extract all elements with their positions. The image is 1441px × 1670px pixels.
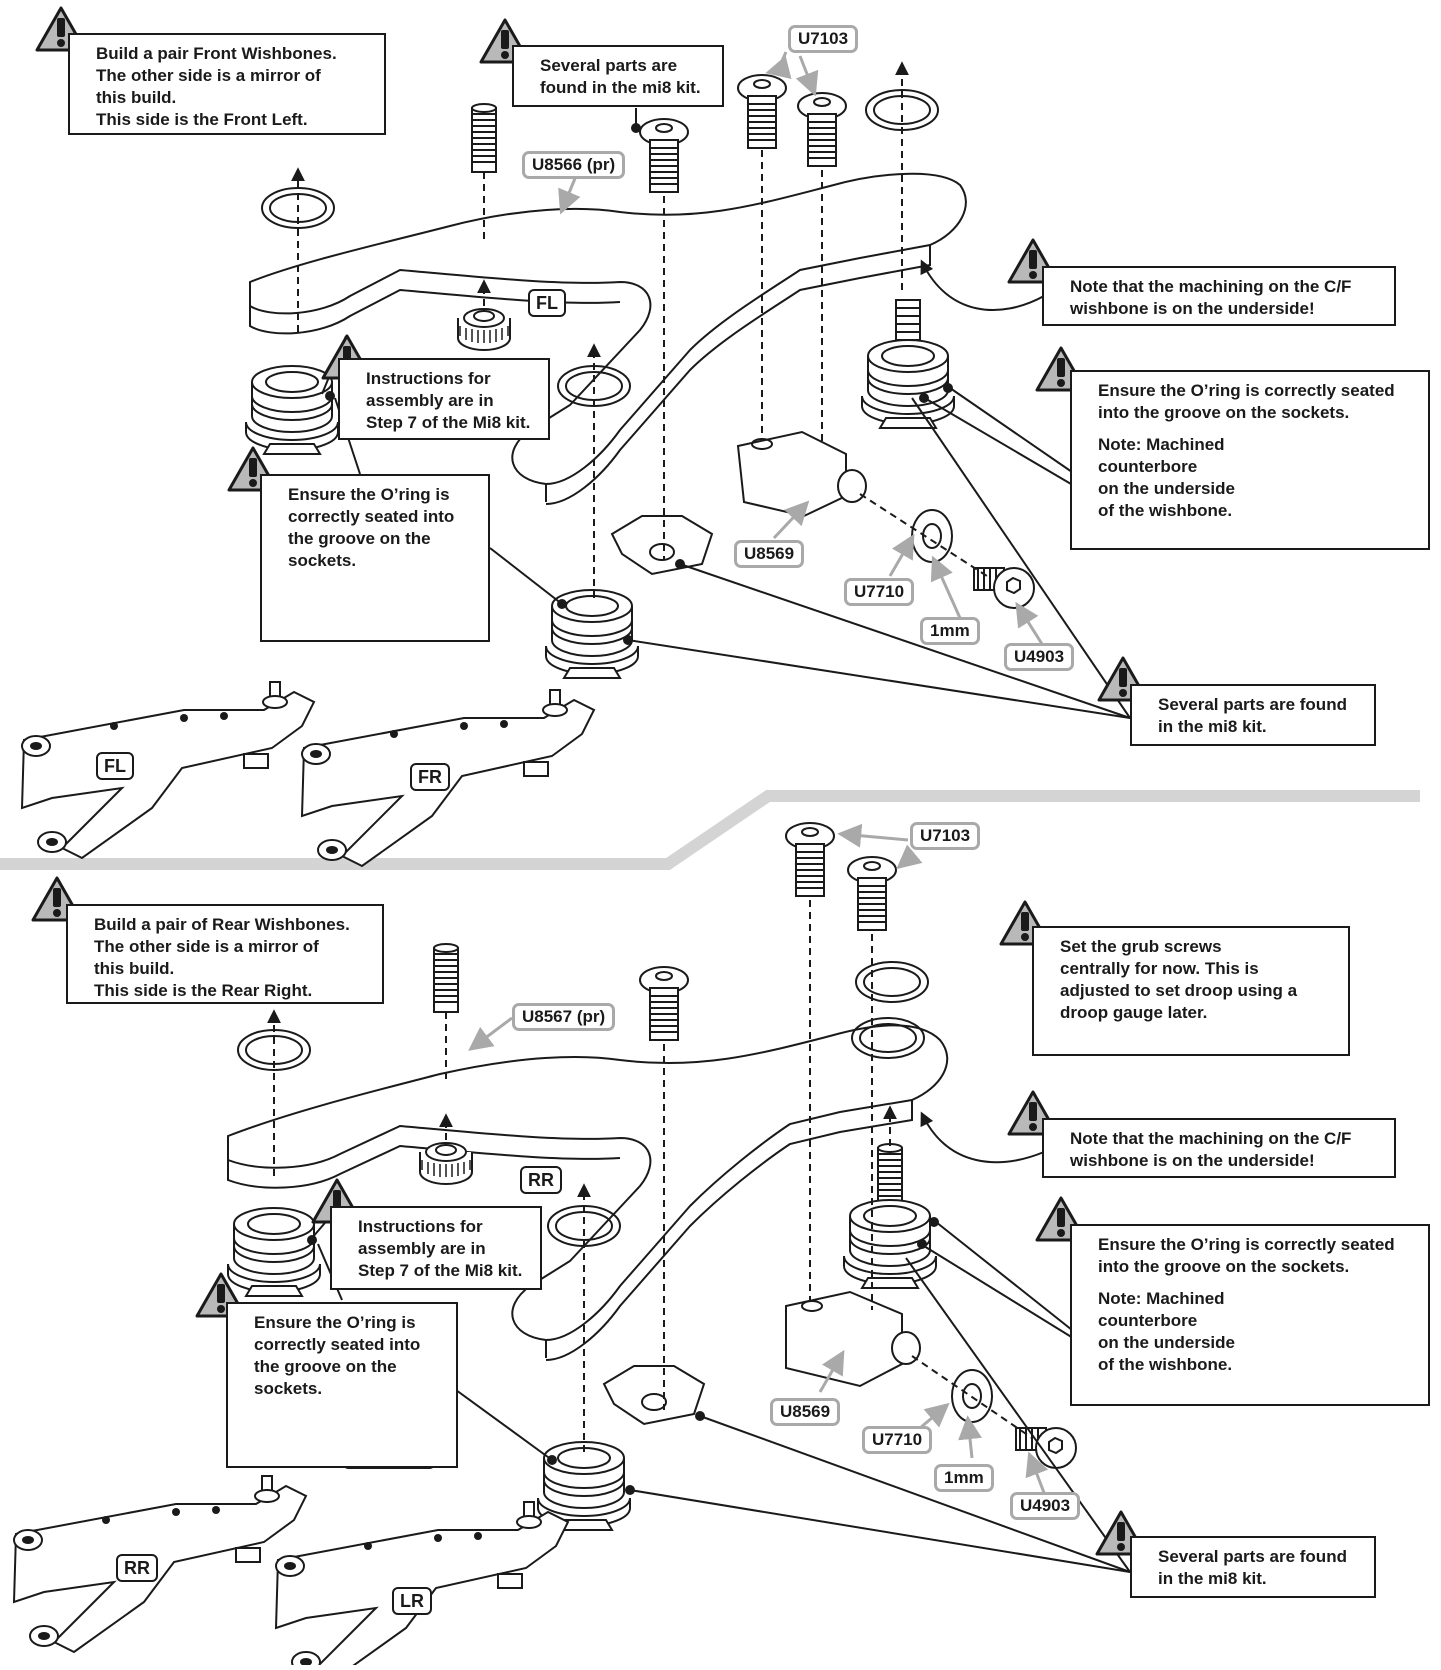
rear-oring-right-note: Ensure the O’ring is correctly seated in…	[1070, 1224, 1430, 1406]
rear-mi8-bottom-note: Several parts are found in the mi8 kit.	[1130, 1536, 1376, 1598]
front-side-label-main: FL	[528, 289, 566, 317]
rear-hardware	[227, 822, 1077, 1531]
rear-tag-wishbone: U8567 (pr)	[512, 1003, 616, 1031]
rear-thumbnails	[13, 1475, 569, 1670]
front-side-label-thumb-left: FL	[96, 752, 134, 780]
rear-tag-u4903: U4903	[1010, 1492, 1081, 1520]
front-mi8-top-note: Several parts are found in the mi8 kit.	[512, 45, 724, 107]
rear-tag-u7103: U7103	[910, 822, 981, 850]
rear-side-label-thumb-left: RR	[116, 1554, 158, 1582]
rear-tag-u7710: U7710	[862, 1426, 933, 1454]
front-oring-right-note: Ensure the O’ring is correctly seated in…	[1070, 370, 1430, 550]
front-tag-u4903: U4903	[1004, 643, 1075, 671]
front-tag-u8569: U8569	[734, 540, 805, 568]
front-oring-note: Ensure the O’ring is correctly seated in…	[260, 474, 490, 642]
front-machining-note: Note that the machining on the C/F wishb…	[1042, 266, 1396, 326]
front-instructions-note: Instructions for assembly are in Step 7 …	[338, 358, 550, 440]
front-build-note: Build a pair Front Wishbones. The other …	[68, 33, 386, 135]
section-divider	[0, 790, 1420, 870]
front-tag-pointers	[558, 51, 1044, 645]
rear-instructions-note: Instructions for assembly are in Step 7 …	[330, 1206, 542, 1290]
front-tag-u7103: U7103	[788, 25, 859, 53]
front-hardware	[245, 61, 1035, 679]
rear-tag-spacer: 1mm	[934, 1464, 994, 1492]
rear-oring-note: Ensure the O’ring is correctly seated in…	[226, 1302, 458, 1468]
rear-side-label-main: RR	[520, 1166, 562, 1194]
front-side-label-thumb-right: FR	[410, 763, 450, 791]
front-mi8-bottom-note: Several parts are found in the mi8 kit.	[1130, 684, 1376, 746]
rear-wishbone-plate	[227, 1024, 949, 1361]
front-tag-wishbone: U8566 (pr)	[522, 151, 626, 179]
rear-tag-u8569: U8569	[770, 1398, 841, 1426]
rear-machining-note: Note that the machining on the C/F wishb…	[1042, 1118, 1396, 1178]
rear-build-note: Build a pair of Rear Wishbones. The othe…	[66, 904, 384, 1004]
front-tag-u7710: U7710	[844, 578, 915, 606]
rear-tag-pointers	[468, 823, 1049, 1499]
rear-side-label-thumb-right: LR	[392, 1587, 432, 1615]
front-wishbone-plate	[249, 172, 967, 505]
rear-grub-note: Set the grub screws centrally for now. T…	[1032, 926, 1350, 1056]
front-tag-spacer: 1mm	[920, 617, 980, 645]
